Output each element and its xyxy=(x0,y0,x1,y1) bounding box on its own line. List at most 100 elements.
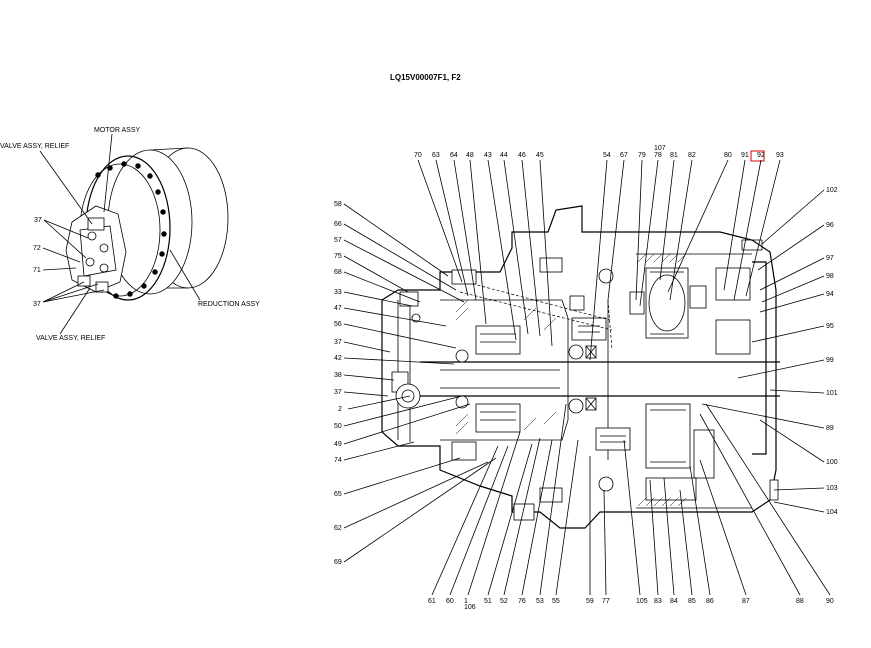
leader-line xyxy=(639,159,659,307)
leader-line xyxy=(699,413,801,596)
part-label-98: 98 xyxy=(826,273,834,280)
leader-line xyxy=(539,403,567,596)
leader-line xyxy=(679,489,693,596)
part-label-79: 79 xyxy=(638,152,646,159)
part-label-80: 80 xyxy=(724,152,732,159)
leader-line xyxy=(589,159,608,361)
part-label-85: 85 xyxy=(688,598,696,605)
leader-line xyxy=(343,391,389,397)
part-label-105: 105 xyxy=(636,598,648,605)
leader-line xyxy=(435,159,469,297)
leader-line xyxy=(343,441,415,461)
part-label-81: 81 xyxy=(670,152,678,159)
caption-reduction-assy: REDUCTION ASSY xyxy=(198,301,260,308)
leader-line xyxy=(669,159,693,301)
leader-lines xyxy=(343,159,831,596)
part-label-69: 69 xyxy=(334,559,342,566)
part-label-103: 103 xyxy=(826,485,838,492)
leader-line xyxy=(773,501,825,513)
leader-line xyxy=(343,461,489,529)
part-label-61: 61 xyxy=(428,598,436,605)
leader-line xyxy=(343,291,413,307)
part-label-54: 54 xyxy=(603,152,611,159)
part-label-68: 68 xyxy=(334,269,342,276)
part-label-46: 46 xyxy=(518,152,526,159)
part-label-76: 76 xyxy=(518,598,526,605)
part-label-104: 104 xyxy=(826,509,838,516)
part-label-43: 43 xyxy=(484,152,492,159)
part-label-64: 64 xyxy=(450,152,458,159)
leader-line xyxy=(699,459,747,596)
leader-line xyxy=(737,359,825,379)
leader-line xyxy=(343,374,395,381)
highlight-box xyxy=(750,150,765,162)
leader-line xyxy=(343,255,409,293)
part-label-75: 75 xyxy=(334,253,342,260)
part-label-88: 88 xyxy=(796,598,804,605)
part-label-106: 106 xyxy=(464,604,476,611)
leader-line xyxy=(623,439,641,596)
part-label-86: 86 xyxy=(706,598,714,605)
part-label-78: 78 xyxy=(654,152,662,159)
part-label-52: 52 xyxy=(500,598,508,605)
leader-line xyxy=(759,293,825,313)
leader-line xyxy=(343,271,421,303)
drawing-title: LQ15V00007F1, F2 xyxy=(390,73,461,82)
part-label-94: 94 xyxy=(826,291,834,298)
part-label-47: 47 xyxy=(334,305,342,312)
part-label-93: 93 xyxy=(776,152,784,159)
part-label-99: 99 xyxy=(826,357,834,364)
part-label-59: 59 xyxy=(586,598,594,605)
part-label-55: 55 xyxy=(552,598,560,605)
leader-line xyxy=(467,431,521,596)
part-label-51: 51 xyxy=(484,598,492,605)
leader-line xyxy=(667,159,729,293)
leader-line xyxy=(521,439,553,596)
left-label-37a: 37 xyxy=(34,217,42,224)
leader-line xyxy=(431,445,499,596)
leader-line xyxy=(503,159,529,335)
part-label-67: 67 xyxy=(620,152,628,159)
caption-valve-relief-bottom: VALVE ASSY, RELIEF xyxy=(36,335,105,342)
leader-line xyxy=(607,159,625,301)
part-label-87: 87 xyxy=(742,598,750,605)
part-label-100: 100 xyxy=(826,459,838,466)
leader-line xyxy=(663,477,675,596)
part-label-84: 84 xyxy=(670,598,678,605)
part-label-77: 77 xyxy=(602,598,610,605)
part-label-38: 38 xyxy=(334,372,342,379)
leader-line xyxy=(659,159,675,281)
leader-line xyxy=(503,437,541,596)
part-label-65: 65 xyxy=(334,491,342,498)
leader-line xyxy=(649,479,659,596)
part-label-58: 58 xyxy=(334,201,342,208)
cross-section xyxy=(381,205,780,529)
left-label-71: 71 xyxy=(33,267,41,274)
part-label-95: 95 xyxy=(826,323,834,330)
part-label-92: 92 xyxy=(757,152,765,159)
leader-line xyxy=(343,239,465,303)
left-label-72: 72 xyxy=(33,245,41,252)
leader-line xyxy=(343,457,497,563)
part-label-57: 57 xyxy=(334,237,342,244)
leader-line xyxy=(745,159,781,297)
part-label-42: 42 xyxy=(334,355,342,362)
caption-motor-assy: MOTOR ASSY xyxy=(94,127,140,134)
part-label-44: 44 xyxy=(500,152,508,159)
part-label-96: 96 xyxy=(826,222,834,229)
leader-line xyxy=(487,443,533,596)
part-label-37: 37 xyxy=(334,339,342,346)
leader-line xyxy=(343,323,457,349)
leader-line xyxy=(751,325,825,343)
leader-line xyxy=(417,159,463,283)
leader-line xyxy=(347,395,411,410)
leader-line xyxy=(539,159,553,347)
caption-valve-relief-top: VALVE ASSY, RELIEF xyxy=(0,143,69,150)
part-label-70: 70 xyxy=(414,152,422,159)
part-label-101: 101 xyxy=(826,390,838,397)
leader-line xyxy=(343,223,457,291)
part-label-74: 74 xyxy=(334,457,342,464)
part-label-1: 1 xyxy=(464,598,468,605)
leader-line xyxy=(343,307,447,327)
leader-line xyxy=(343,203,449,277)
